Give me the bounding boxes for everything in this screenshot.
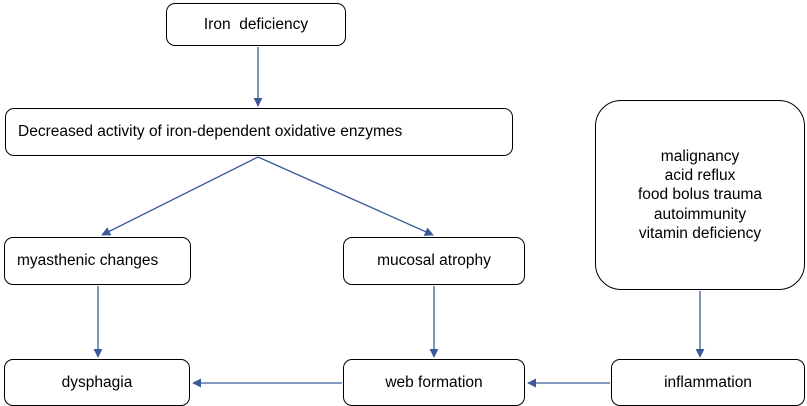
- cause-item: acid reflux: [664, 166, 736, 184]
- node-other-causes: malignancy acid reflux food bolus trauma…: [595, 100, 805, 290]
- node-label: Decreased activity of iron-dependent oxi…: [18, 123, 403, 141]
- node-mucosal-atrophy: mucosal atrophy: [343, 237, 525, 285]
- node-label: Iron deficiency: [203, 15, 309, 33]
- cause-item: autoimmunity: [653, 205, 747, 223]
- node-dysphagia: dysphagia: [4, 359, 190, 406]
- node-label: mucosal atrophy: [377, 252, 491, 270]
- node-myasthenic-changes: myasthenic changes: [4, 237, 191, 285]
- arrow-enzymes-to-atrophy: [257, 156, 434, 236]
- node-label: web formation: [385, 373, 483, 391]
- node-label: inflammation: [664, 373, 752, 391]
- arrow-enzymes-to-myasthenic: [101, 156, 259, 236]
- node-label: dysphagia: [61, 373, 133, 391]
- cause-item: malignancy: [660, 147, 740, 165]
- node-label: myasthenic changes: [17, 252, 159, 270]
- cause-item: vitamin deficiency: [638, 225, 762, 243]
- node-inflammation: inflammation: [611, 359, 805, 406]
- node-iron-deficiency: Iron deficiency: [166, 3, 346, 46]
- node-decreased-enzyme-activity: Decreased activity of iron-dependent oxi…: [5, 108, 513, 156]
- cause-item: food bolus trauma: [637, 186, 763, 204]
- node-web-formation: web formation: [343, 359, 525, 406]
